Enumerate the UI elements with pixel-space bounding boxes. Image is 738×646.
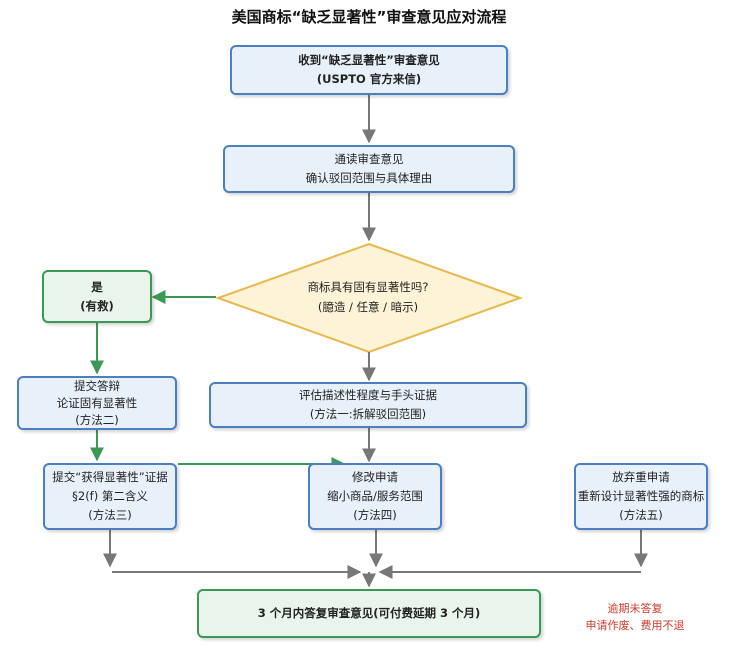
diagram-title: 美国商标“缺乏显著性”审查意见应对流程 (231, 8, 507, 26)
method4-node: 修改申请 缩小商品/服务范围 (方法四) (308, 463, 442, 530)
read-line2: 确认驳回范围与具体理由 (305, 171, 433, 185)
evaluate-line2: (方法一:拆解驳回范围) (309, 407, 427, 421)
read-line1: 通读审查意见 (334, 152, 404, 166)
read-office-action-node: 通读审查意见 确认驳回范围与具体理由 (223, 145, 515, 193)
method5-line3: (方法五) (619, 508, 663, 522)
receive-line1: 收到“缺乏显著性”审查意见 (298, 53, 440, 67)
note-line2: 申请作废、费用不退 (585, 619, 685, 632)
method4-line1: 修改申请 (352, 470, 398, 484)
decision-line1: 商标具有固有显著性吗? (307, 280, 429, 294)
receive-office-action-node: 收到“缺乏显著性”审查意见 (USPTO 官方来信) (230, 45, 508, 95)
decision-node: 商标具有固有显著性吗? (臆造 / 任意 / 暗示) (218, 277, 518, 317)
method3-node: 提交“获得显著性”证据 §2(f) 第二含义 (方法三) (43, 463, 177, 530)
method3-line2: §2(f) 第二含义 (72, 489, 148, 503)
method5-node: 放弃重申请 重新设计显著性强的商标 (方法五) (574, 463, 708, 530)
method2-node: 提交答辩 论证固有显著性 (方法二) (17, 376, 177, 430)
yes-line1: 是 (91, 279, 103, 294)
respond-deadline-node: 3 个月内答复审查意见(可付费延期 3 个月) (197, 589, 541, 638)
yes-node: 是 (有救) (42, 270, 152, 323)
decision-line2: (臆造 / 任意 / 暗示) (317, 300, 419, 314)
receive-line2: (USPTO 官方来信) (316, 72, 422, 86)
method5-line1: 放弃重申请 (612, 470, 670, 484)
evaluate-node: 评估描述性程度与手头证据 (方法一:拆解驳回范围) (209, 382, 527, 428)
respond-line1: 3 个月内答复审查意见(可付费延期 3 个月) (257, 606, 481, 620)
method2-line3: (方法二) (75, 412, 119, 427)
method4-line3: (方法四) (353, 508, 397, 522)
yes-line2: (有救) (80, 298, 114, 313)
overdue-note: 逾期未答复 申请作废、费用不退 (565, 600, 705, 634)
method4-line2: 缩小商品/服务范围 (327, 489, 423, 503)
method5-line2: 重新设计显著性强的商标 (577, 489, 705, 503)
method3-line1: 提交“获得显著性”证据 (52, 470, 168, 484)
method2-line2: 论证固有显著性 (56, 395, 138, 410)
method3-line3: (方法三) (88, 508, 132, 522)
method2-line1: 提交答辩 (74, 378, 120, 393)
note-line1: 逾期未答复 (607, 602, 663, 615)
evaluate-line1: 评估描述性程度与手头证据 (299, 388, 437, 402)
